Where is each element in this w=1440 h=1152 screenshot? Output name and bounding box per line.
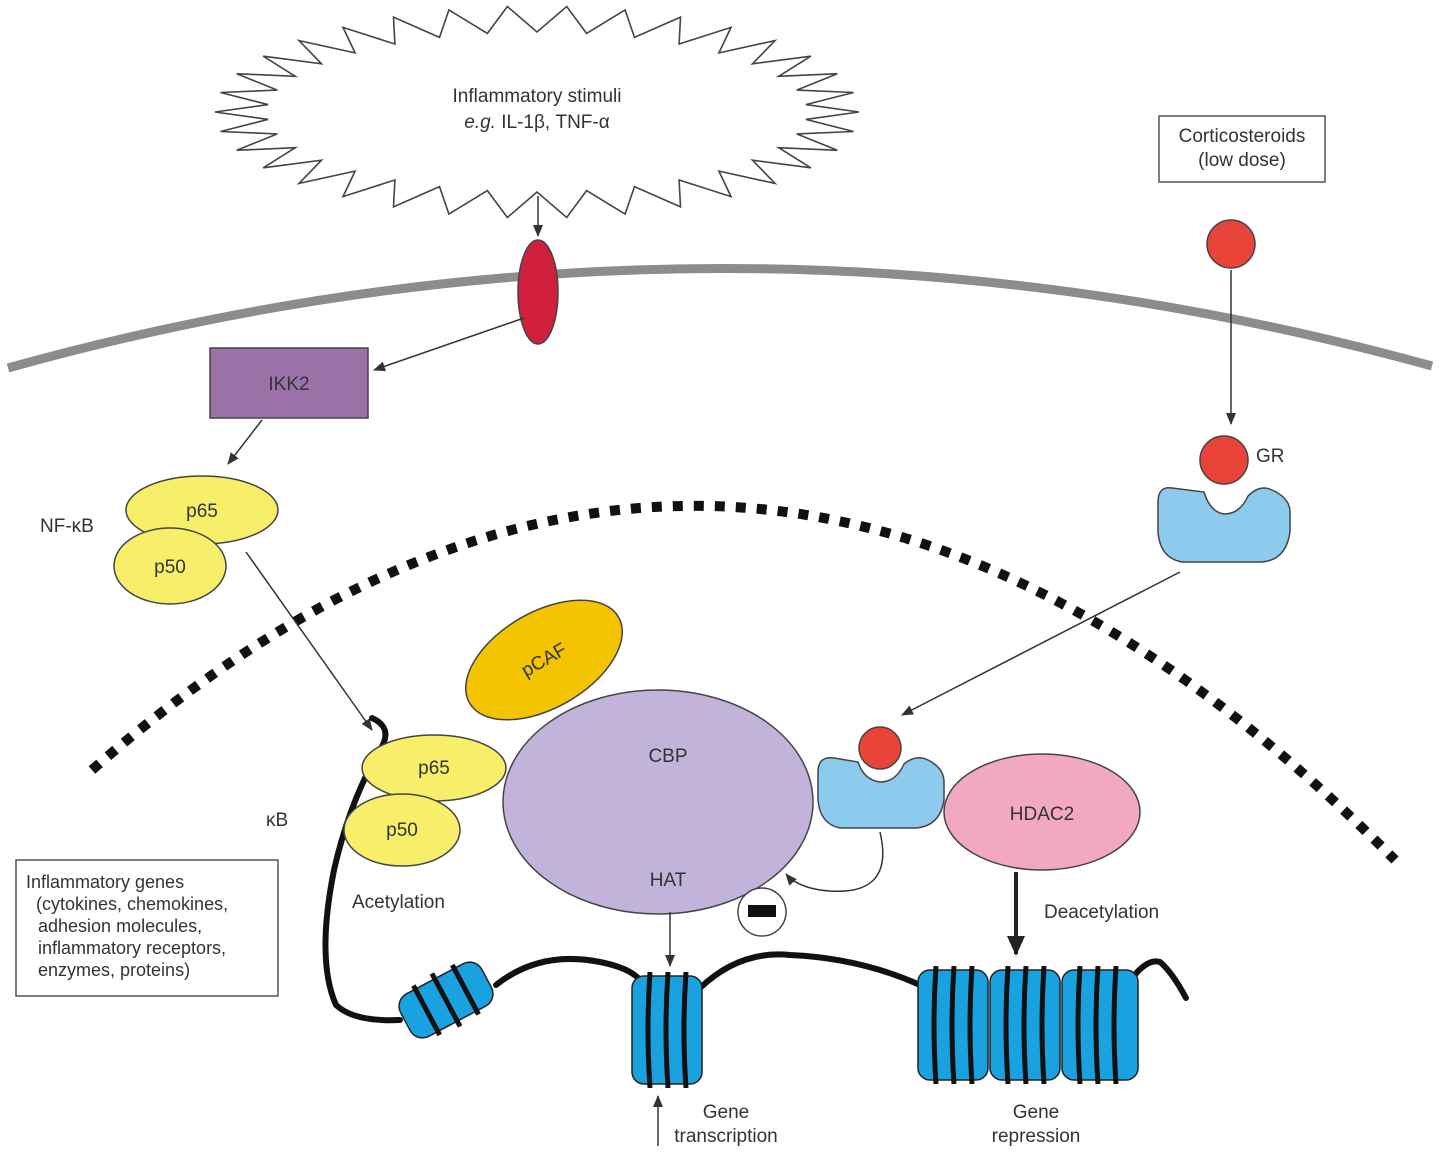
ikk2-to-nfkb-arrow: [227, 419, 263, 465]
steroid-bound-nuclear: [858, 726, 902, 770]
hat-label: HAT: [650, 870, 687, 891]
genes-line3: adhesion molecules,: [38, 916, 202, 936]
stimulus-cytokines: IL-1β, TNF-α: [496, 112, 610, 133]
genes-line2: (cytokines, chemokines,: [36, 894, 228, 914]
steroid-molecule: [1206, 219, 1256, 269]
gr-receptor-cytoplasm: [1157, 487, 1291, 563]
steroid-bound-cytoplasm: [1199, 435, 1249, 485]
hdac2-label: HDAC2: [1010, 804, 1074, 825]
minus-symbol: [737, 887, 787, 937]
nfkb-cytoplasm: p65 p50: [113, 475, 279, 605]
inflammatory-genes-box: Inflammatory genes (cytokines, chemokine…: [15, 859, 279, 997]
nfkb-label: NF-κB: [40, 516, 94, 537]
ikk2-label: IKK2: [268, 374, 309, 395]
kb-label: κB: [266, 810, 288, 831]
cbp-hat: CBP HAT: [502, 689, 814, 915]
nuclear-membrane: [88, 500, 1399, 864]
gene-transcription-line1: Gene: [703, 1102, 749, 1123]
inhibition-arrow: [785, 831, 884, 892]
p65-nuclear-label: p65: [418, 758, 450, 779]
p50-nuclear-label: p50: [386, 820, 418, 841]
stimulus-line1: Inflammatory stimuli: [453, 86, 622, 107]
gr-complex-cytoplasm: GR: [1157, 435, 1291, 563]
corticosteroids-line1: Corticosteroids: [1179, 126, 1306, 147]
gr-complex-nuclear: [817, 726, 945, 829]
gene-repression-line2: repression: [992, 1126, 1081, 1147]
gene-repression-line1: Gene: [1013, 1102, 1059, 1123]
nucleosome-left: [398, 961, 494, 1039]
p50-cytoplasm: [113, 527, 227, 605]
gene-transcription-line2: transcription: [674, 1126, 778, 1147]
corticosteroids-line2: (low dose): [1198, 150, 1286, 171]
gr-to-nucleus-arrow: [901, 571, 1181, 716]
cell-membrane: [6, 264, 1434, 373]
p50-cytoplasm-label: p50: [154, 557, 186, 578]
nucleosome-cluster: [917, 965, 1139, 1085]
receptor-to-ikk2-arrow: [373, 317, 525, 372]
stimulus-line2: e.g. IL-1β, TNF-α: [464, 112, 609, 133]
pcaf: pCAF: [465, 599, 623, 721]
acetylation-label: Acetylation: [352, 892, 445, 913]
deacetylation-label: Deacetylation: [1044, 902, 1159, 923]
genes-line1: Inflammatory genes: [26, 872, 184, 892]
genes-line5: enzymes, proteins): [38, 960, 190, 980]
stimulus-eg: e.g.: [464, 112, 496, 133]
p65-cytoplasm-label: p65: [186, 501, 218, 522]
nfkb-to-nucleus-arrow: [245, 551, 373, 731]
nfkb-nuclear: p65 p50: [343, 734, 507, 867]
receptor: [517, 239, 559, 345]
corticosteroids-box: Corticosteroids (low dose): [1158, 115, 1326, 183]
hdac2: HDAC2: [943, 753, 1141, 871]
cbp-label: CBP: [648, 746, 687, 767]
genes-line4: inflammatory receptors,: [38, 938, 226, 958]
nucleosome-center: [631, 971, 703, 1089]
inflammatory-stimuli-burst: Inflammatory stimuli e.g. IL-1β, TNF-α: [214, 5, 860, 219]
gr-label: GR: [1256, 446, 1285, 467]
p50-nuclear: [343, 793, 461, 867]
dna-strand: [322, 715, 1189, 1024]
ikk2-kinase: IKK2: [209, 347, 369, 419]
gr-receptor-nuclear: [817, 757, 945, 829]
